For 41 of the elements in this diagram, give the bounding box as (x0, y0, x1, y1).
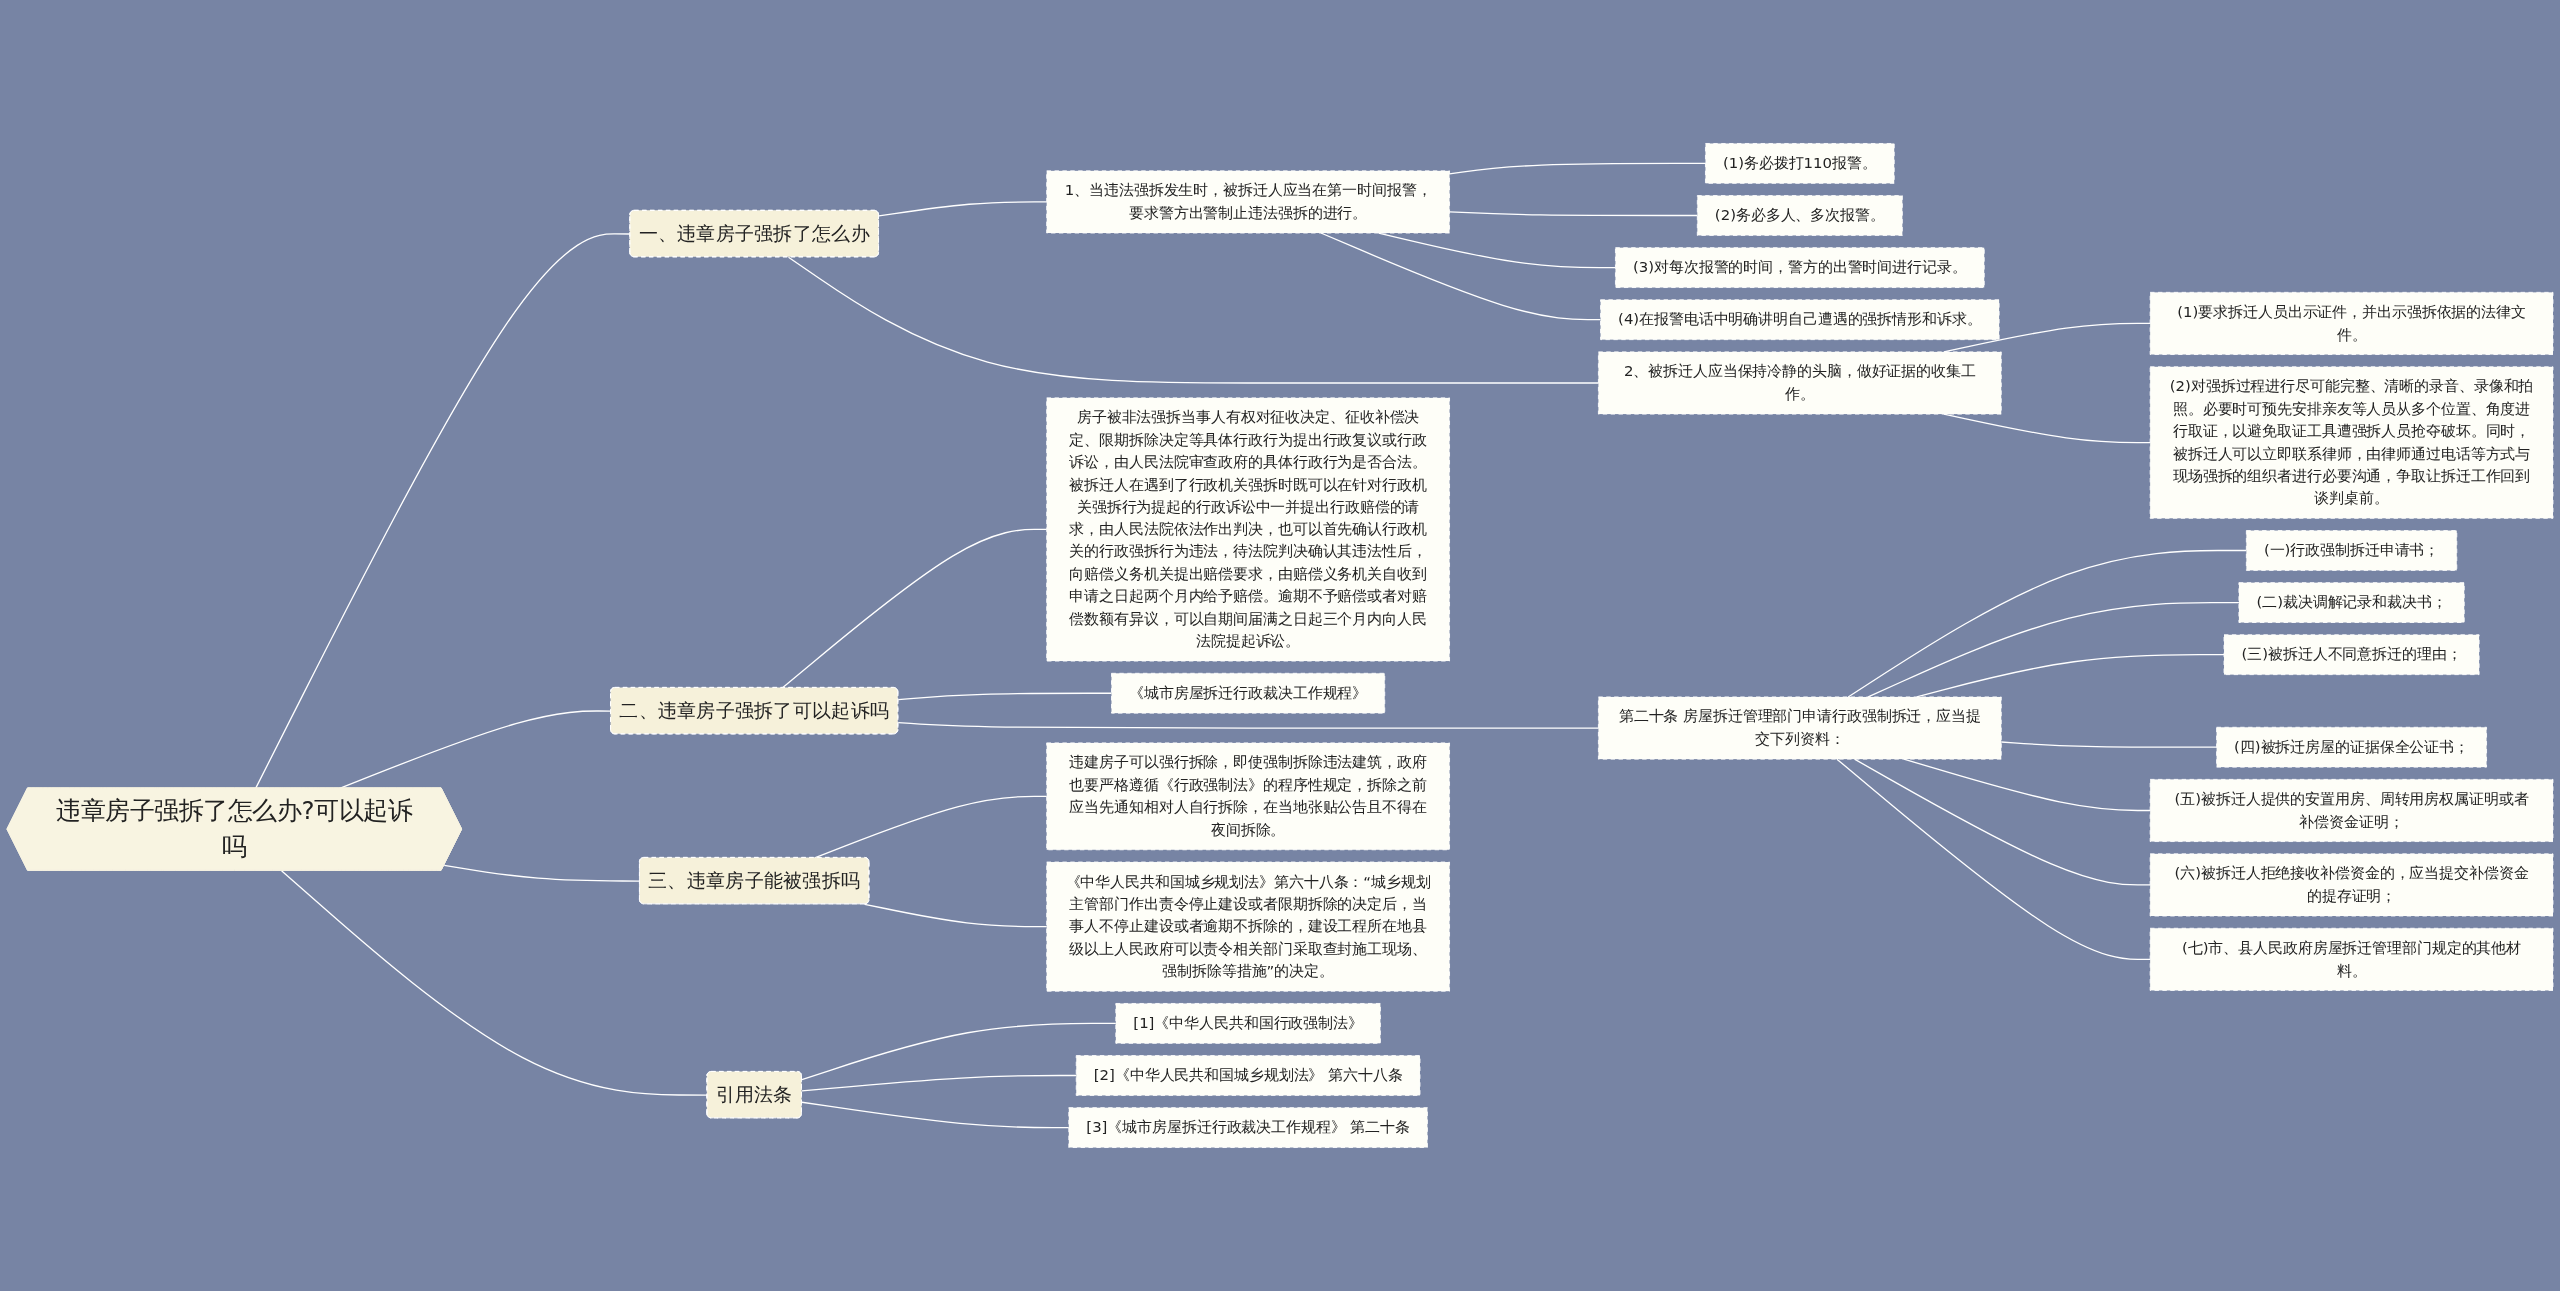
node-box: (五)被拆迁人提供的安置用房、周转用房权属证明或者补偿资金证明； (2149, 778, 2554, 842)
node-box: 《城市房屋拆迁行政裁决工作规程》 (1111, 672, 1386, 714)
connector (1836, 758, 2151, 960)
connector (801, 1022, 1117, 1081)
node-box: (4)在报警电话中明确讲明自己遭遇的强拆情形和诉求。 (1600, 299, 2000, 341)
connector (1847, 549, 2247, 698)
node-box: 房子被非法强拆当事人有权对征收决定、征收补偿决定、限期拆除决定等具体行政行为提出行政复议或行政诉讼，由人民法院审查政府的具体行政行为是否合法。被拆迁人在遇到了行政机关强拆时既可以在针对行政机关强拆行为提起的行政诉讼中一并提出行政赔偿的请求，由人民法院依法作出判决，也可以首先确认行政机关的行政强拆行为违法，待法院判决确认其违法性后，向赔偿义务机关提出赔偿要求，由赔偿义务机关自收到申请之日起两个月内给予赔偿。逾期不予赔偿或者对赔偿数额有异议，可以自期间届满之日起三个月内向人民法院提起诉讼。 (1046, 397, 1450, 662)
connector (255, 233, 631, 789)
node-box: (1)要求拆迁人员出示证件，并出示强拆依据的法律文件。 (2149, 291, 2554, 355)
connector (864, 903, 1048, 928)
node-box: (六)被拆迁人拒绝接收补偿资金的，应当提交补偿资金的提存证明； (2149, 853, 2554, 917)
connector (897, 692, 1113, 701)
node-box: (七)市、县人民政府房屋拆迁管理部门规定的其他材料。 (2149, 927, 2554, 991)
node-box: (四)被拆迁房屋的证据保全公证书； (2216, 726, 2487, 768)
connector (781, 528, 1048, 689)
connector (280, 870, 708, 1096)
node-box: 2、被拆迁人应当保持冷静的头脑，做好证据的收集工作。 (1597, 351, 2002, 415)
connector (801, 1101, 1070, 1129)
connector (1448, 211, 1698, 217)
node-box: 1、当违法强拆发生时，被拆迁人应当在第一时间报警，要求警方出警制止违法强拆的进行。 (1046, 170, 1450, 234)
connector (2000, 741, 2218, 748)
node-box: 《中华人民共和国城乡规划法》第六十八条：“城乡规划主管部门作出责令停止建设或者限期拆除的决定后，当事人不停止建设或者逾期不拆除的，建设工程所在地县级以上人民政府可以责令相关部门采取查封施工现场、强制拆除等措施”的决定。 (1046, 861, 1450, 992)
node-box: (2)对强拆过程进行尽可能完整、清晰的录音、录像和拍照。必要时可预先安排亲友等人员从多个位置、角度进行取证，以避免取证工具遭强拆人员抢夺破坏。同时，被拆迁人可以立即联系律师，由律师通过电话等方式与现场强拆的组织者进行必要沟通，争取让拆迁工作回到谈判桌前。 (2149, 366, 2554, 519)
node-box: [3]《城市房屋拆迁行政裁决工作规程》 第二十条 (1068, 1107, 1428, 1148)
connector (801, 1074, 1077, 1092)
connector (897, 721, 1600, 729)
connector (1853, 758, 2151, 886)
node-box: [1]《中华人民共和国行政强制法》 (1115, 1003, 1381, 1044)
node-box: 违建房子可以强行拆除，即使强制拆除违法建筑，政府也要严格遵循《行政强制法》的程序性规定，拆除之前应当先通知相对人自行拆除，在当地张贴公告且不得在夜间拆除。 (1046, 742, 1450, 851)
node-box: (1)务必拨打110报警。 (1705, 143, 1895, 184)
node-box: (2)务必多人、多次报警。 (1696, 195, 1903, 236)
connector (443, 864, 641, 882)
node-box: 第二十条 房屋拆迁管理部门申请行政强制拆迁，应当提交下列资料： (1597, 696, 2002, 760)
connector (787, 256, 1600, 384)
node-box: (三)被拆迁人不同意拆迁的理由； (2223, 634, 2480, 676)
node-box: (二)裁决调解记录和裁决书； (2238, 582, 2465, 623)
node-box: [2]《中华人民共和国城乡规划法》 第六十八条 (1075, 1055, 1421, 1096)
node-box: (3)对每次报警的时间，警方的出警时间进行记录。 (1615, 247, 1985, 288)
node-box: (一)行政强制拆迁申请书； (2245, 530, 2458, 571)
connector (1448, 162, 1707, 175)
connector (878, 201, 1048, 217)
